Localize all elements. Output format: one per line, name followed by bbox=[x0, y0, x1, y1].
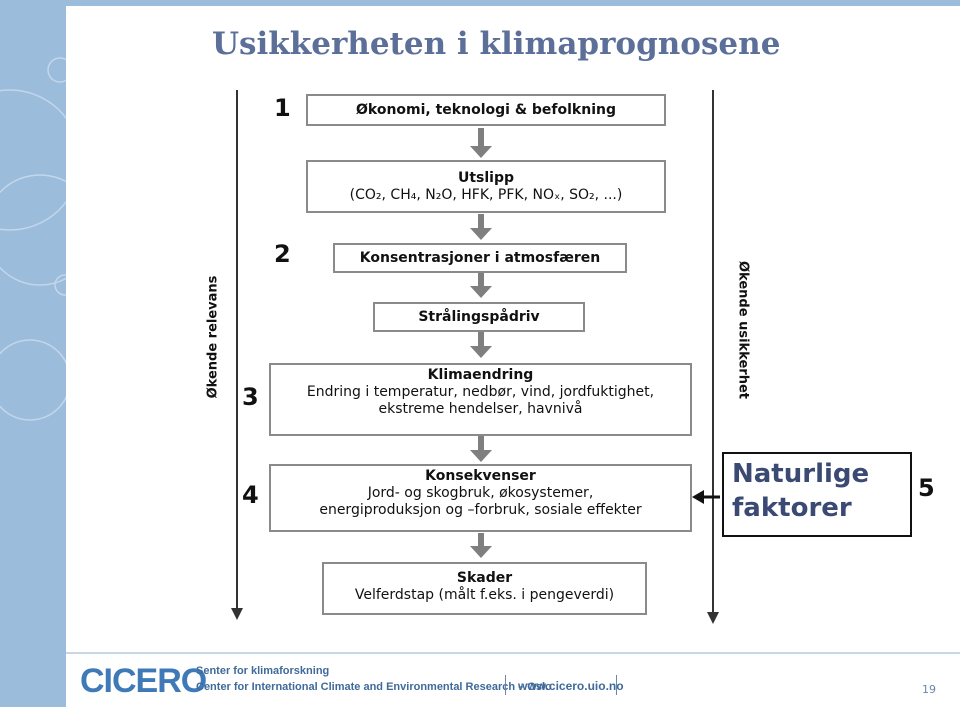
box-consequences-detail-2: energiproduksjon og –forbruk, sosiale ef… bbox=[319, 501, 642, 518]
box-emissions-label: Utslipp bbox=[457, 170, 515, 186]
box-consequences-detail-1: Jord- og skogbruk, økosystemer, bbox=[367, 484, 594, 501]
natural-factors-arrowhead bbox=[692, 490, 704, 504]
left-axis-label: Økende relevans bbox=[205, 275, 221, 399]
box-climate-change-label: Klimaendring bbox=[427, 367, 534, 383]
natural-factors-box: Naturlige faktorer bbox=[722, 452, 912, 537]
box-emissions: Utslipp (CO₂, CH₄, N₂O, HFK, PFK, NOₓ, S… bbox=[306, 160, 666, 213]
box-consequences: Konsekvenser Jord- og skogbruk, økosyste… bbox=[269, 464, 692, 532]
footer-subtitle-1: Senter for klimaforskning bbox=[196, 665, 330, 677]
step-number-1: 1 bbox=[274, 94, 291, 122]
page-number: 19 bbox=[922, 683, 936, 696]
flow-arrow-2 bbox=[470, 214, 492, 240]
footer-separator-2 bbox=[616, 675, 617, 695]
decorative-sidebar bbox=[0, 0, 66, 707]
box-climate-change: Klimaendring Endring i temperatur, nedbø… bbox=[269, 363, 692, 436]
box-concentrations-label: Konsentrasjoner i atmosfæren bbox=[359, 250, 601, 266]
step-number-2: 2 bbox=[274, 240, 291, 268]
box-forcing: Strålingspådriv bbox=[373, 302, 585, 332]
flow-arrow-6 bbox=[470, 533, 492, 558]
box-forcing-label: Strålingspådriv bbox=[418, 309, 540, 325]
step-number-5: 5 bbox=[918, 474, 935, 502]
footer-divider bbox=[66, 652, 960, 654]
box-damages: Skader Velferdstap (målt f.eks. i pengev… bbox=[322, 562, 647, 615]
box-damages-label: Skader bbox=[456, 570, 513, 586]
step-number-4: 4 bbox=[242, 481, 259, 509]
sidebar-circles bbox=[0, 57, 66, 421]
box-climate-change-detail-2: ekstreme hendelser, havnivå bbox=[378, 400, 583, 417]
footer-subtitle-2: Center for International Climate and Env… bbox=[196, 681, 552, 693]
right-axis-label: Økende usikkerhet bbox=[735, 261, 751, 399]
flow-arrow-3 bbox=[470, 273, 492, 298]
flow-arrow-4 bbox=[470, 332, 492, 358]
cicero-logo: CICERO bbox=[80, 662, 207, 700]
footer-separator bbox=[505, 675, 506, 695]
box-damages-detail: Velferdstap (målt f.eks. i pengeverdi) bbox=[354, 586, 615, 603]
slide-title: Usikkerheten i klimaprognosene bbox=[212, 26, 781, 62]
top-bar bbox=[66, 0, 960, 6]
box-concentrations: Konsentrasjoner i atmosfæren bbox=[333, 243, 627, 273]
natural-factors-line-2: faktorer bbox=[732, 492, 852, 523]
box-emissions-detail: (CO₂, CH₄, N₂O, HFK, PFK, NOₓ, SO₂, ...) bbox=[349, 186, 623, 203]
natural-factors-line-1: Naturlige bbox=[732, 459, 870, 489]
flow-arrows bbox=[470, 128, 492, 558]
step-number-3: 3 bbox=[242, 383, 259, 411]
right-axis-arrowhead bbox=[707, 612, 719, 624]
box-climate-change-detail-1: Endring i temperatur, nedbør, vind, jord… bbox=[306, 383, 655, 400]
flow-arrow-1 bbox=[470, 128, 492, 158]
box-economy-label: Økonomi, teknologi & befolkning bbox=[356, 102, 616, 118]
flow-arrow-5 bbox=[470, 436, 492, 462]
footer-url-link[interactable]: www.cicero.uio.no bbox=[518, 679, 624, 693]
box-consequences-label: Konsekvenser bbox=[425, 468, 536, 484]
left-axis-arrowhead bbox=[231, 608, 243, 620]
box-economy: Økonomi, teknologi & befolkning bbox=[306, 94, 666, 126]
